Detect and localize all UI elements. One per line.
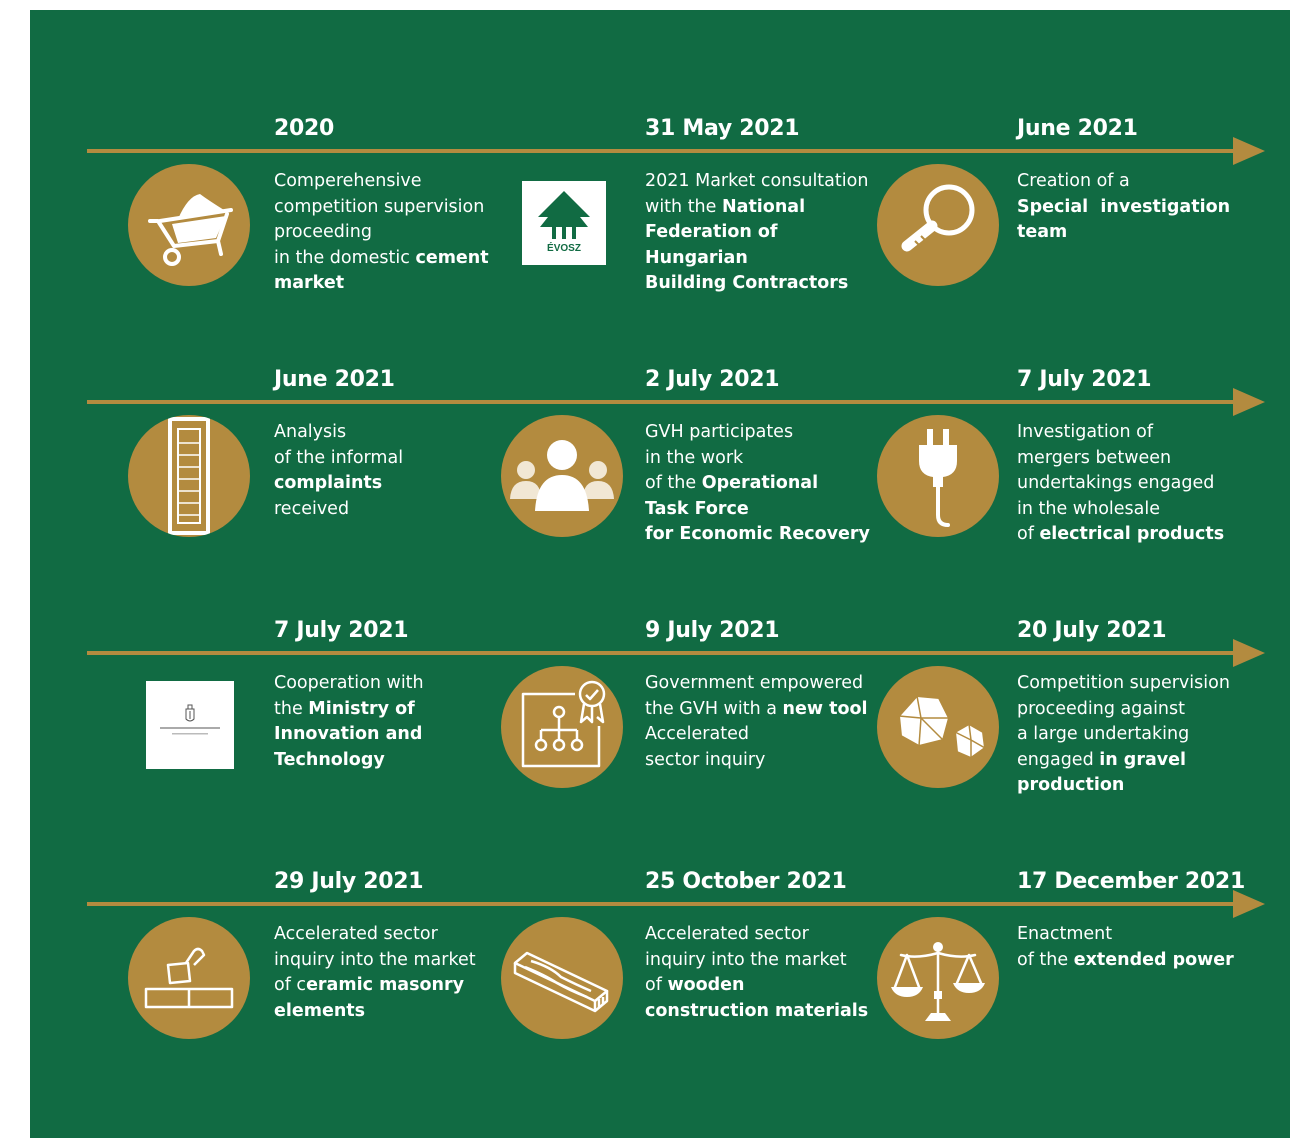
event-date: 9 July 2021 [645,618,780,643]
document-stack-icon [128,415,250,537]
electric-plug-icon [877,415,999,537]
event-description: Investigation of mergers between underta… [1017,422,1225,544]
event-description: Analysis of the informal complaints rece… [274,422,404,519]
timeline-row: 7 July 2021 Cooperation with the Ministr… [0,613,1305,864]
arrow-head-icon [1233,639,1265,667]
event-description: Accelerated sector inquiry into the mark… [274,924,476,1021]
event-description: Enactment of the extended power [1017,924,1234,970]
timeline-arrow-line [87,400,1237,404]
event-description: GVH participates in the work of the Oper… [645,422,870,544]
people-group-icon [501,415,623,537]
event-date: 2020 [274,116,335,141]
arrow-head-icon [1233,388,1265,416]
event-description: Cooperation with the Ministry of Innovat… [274,673,424,770]
event-date: 25 October 2021 [645,869,847,894]
event-description: Comperehensive competition supervision p… [274,171,489,293]
event-date: 17 December 2021 [1017,869,1245,894]
evosz-logo: ÉVOSZ [522,181,606,265]
event-date: 29 July 2021 [274,869,424,894]
event-date: 7 July 2021 [274,618,409,643]
event-date: 2 July 2021 [645,367,780,392]
event-description: Creation of a Special investigation team [1017,171,1231,242]
bricks-icon [128,917,250,1039]
timeline-row: 29 July 2021 Accelerated sector inquiry … [0,864,1305,1115]
event-description: Competition supervision proceeding again… [1017,673,1230,795]
timeline-arrow-line [87,902,1237,906]
timeline-arrow-line [87,651,1237,655]
timeline-arrow-line [87,149,1237,153]
event-date: June 2021 [1017,116,1138,141]
gravel-stones-icon [877,666,999,788]
event-date: June 2021 [274,367,395,392]
event-description: Government empowered the GVH with a new … [645,673,868,770]
magnifier-icon [877,164,999,286]
timeline-row: 2020 Comperehensive competition supervis… [0,111,1305,362]
event-date: 20 July 2021 [1017,618,1167,643]
ministry-logo [146,681,234,769]
scales-icon [877,917,999,1039]
event-date: 31 May 2021 [645,116,800,141]
event-date: 7 July 2021 [1017,367,1152,392]
evosz-logo-text: ÉVOSZ [547,243,581,254]
timeline-row: June 2021 Analysis of the informal compl [0,362,1305,613]
wheelbarrow-icon [128,164,250,286]
event-description: Accelerated sector inquiry into the mark… [645,924,869,1021]
timber-beams-icon [501,917,623,1039]
arrow-head-icon [1233,890,1265,918]
arrow-head-icon [1233,137,1265,165]
org-chart-certificate-icon [501,666,623,788]
event-description: 2021 Market consultation with the Nation… [645,171,869,293]
